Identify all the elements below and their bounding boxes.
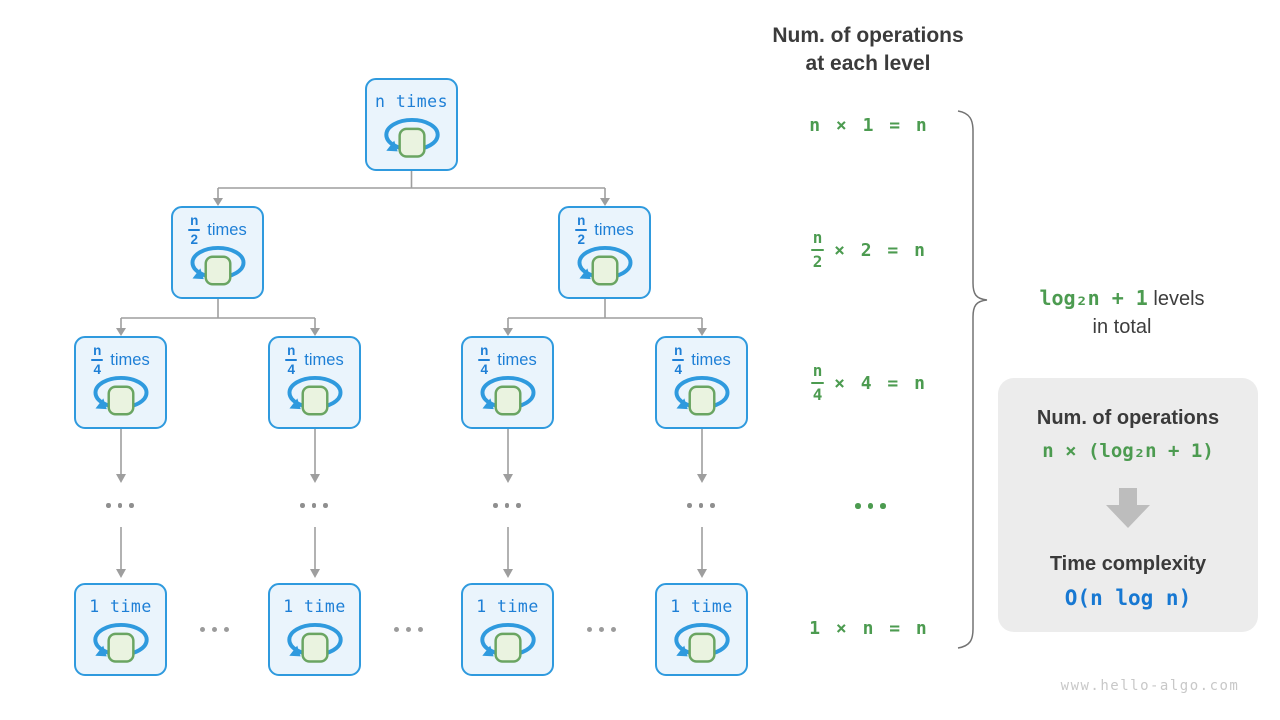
ops-formula-leaf: 1 × n = n [809, 617, 927, 639]
summary-operations-formula: n × (log₂n + 1) [1042, 440, 1214, 462]
column-header-line2: at each level [805, 52, 931, 75]
ops-formula-ellipsis [855, 503, 886, 509]
node-label: n times [374, 92, 449, 112]
loop-icon [479, 622, 536, 663]
column-ellipsis [300, 503, 328, 508]
loop-icon [287, 375, 342, 416]
levels-formula: log₂n + 1 [1039, 286, 1148, 310]
column-ellipsis [493, 503, 521, 508]
summary-title-complexity: Time complexity [1049, 553, 1207, 575]
column-ellipsis [106, 503, 134, 508]
levels-total-label: log₂n + 1 levels in total [1002, 284, 1242, 341]
down-arrow-icon [1106, 488, 1150, 528]
row-ellipsis [587, 627, 616, 632]
column-ellipsis [687, 503, 715, 508]
loop-icon [92, 622, 149, 663]
row-ellipsis [200, 627, 229, 632]
node-label: 1 time [283, 597, 346, 617]
loop-icon [577, 245, 632, 286]
loop-icon [190, 245, 245, 286]
levels-total-line1: log₂n + 1 levels [1002, 284, 1242, 313]
node-label: 1 time [89, 597, 152, 617]
node-label: 1 time [670, 597, 733, 617]
loop-icon [673, 622, 730, 663]
loop-icon [93, 375, 148, 416]
summary-complexity-formula: O(n log n) [1064, 586, 1192, 610]
loop-icon [480, 375, 535, 416]
loop-icon [383, 117, 440, 158]
tree-node-leaf-3: 1 time [461, 583, 554, 676]
tree-node-root: n times [365, 78, 458, 171]
row-ellipsis [394, 627, 423, 632]
column-header: Num. of operations at each level [748, 22, 988, 78]
ops-formula-level1: n × 1 = n [809, 114, 927, 136]
tree-node-leaf-4: 1 time [655, 583, 748, 676]
loop-icon [286, 622, 343, 663]
node-label: 1 time [476, 597, 539, 617]
levels-total-line2: in total [1092, 316, 1152, 338]
levels-suffix: levels [1153, 288, 1205, 310]
watermark: www.hello-algo.com [1060, 678, 1240, 694]
summary-panel: Num. of operations n × (log₂n + 1) Time … [998, 378, 1258, 632]
summary-title-operations: Num. of operations [1036, 407, 1220, 429]
tree-node-leaf-1: 1 time [74, 583, 167, 676]
tree-node-leaf-2: 1 time [268, 583, 361, 676]
column-header-line1: Num. of operations [772, 24, 964, 47]
loop-icon [674, 375, 729, 416]
